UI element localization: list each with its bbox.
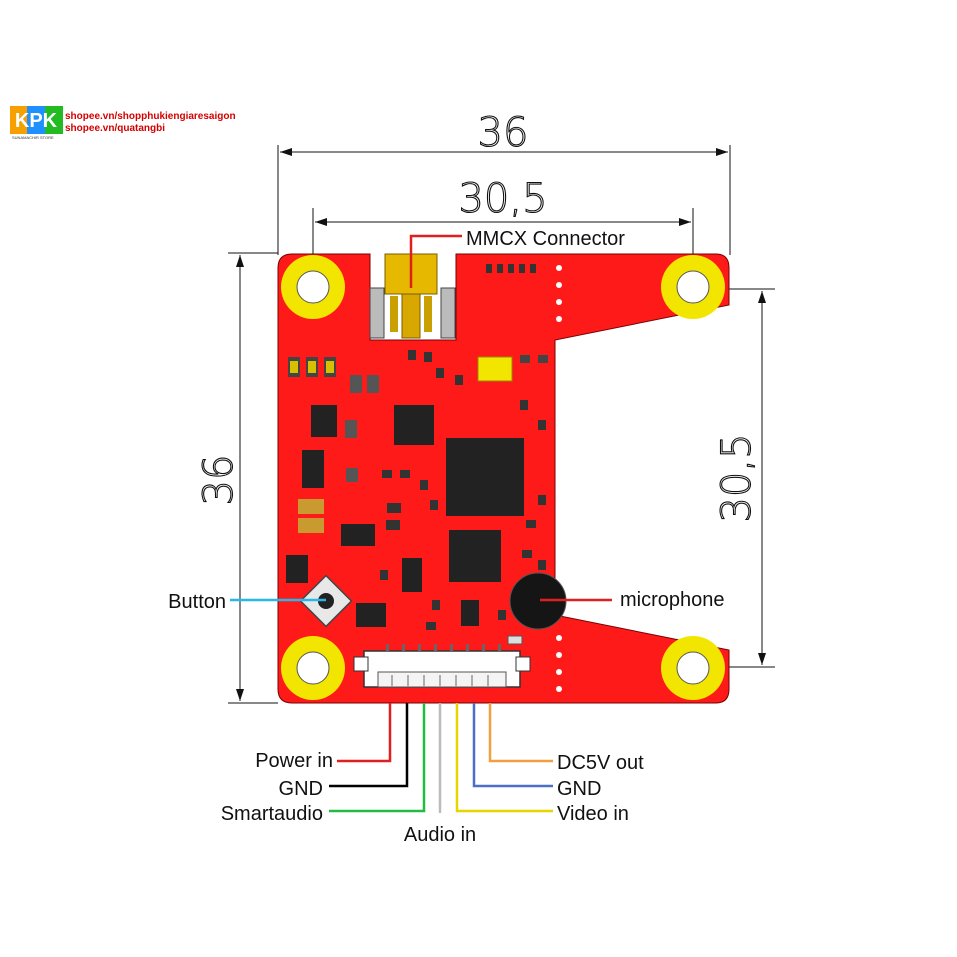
mounting-hole-bl (281, 636, 345, 700)
wire-gnd-right (472, 703, 553, 788)
label-power-in: Power in (255, 750, 333, 772)
main-chip (446, 438, 524, 516)
logo-text: KPK (15, 110, 58, 132)
label-mmcx-connector: MMCX Connector (466, 228, 625, 250)
mounting-hole-br (661, 636, 725, 700)
chip-upper (394, 405, 434, 445)
wire-dc5v-out (488, 703, 553, 763)
label-video-in: Video in (557, 803, 629, 825)
dimension-lines (228, 145, 775, 704)
components (286, 264, 562, 692)
logo-block-k2 (45, 106, 63, 134)
label-button: Button (168, 591, 226, 613)
chip-lower (449, 530, 501, 582)
mounting-hole-tl (281, 255, 345, 319)
label-gnd-right: GND (557, 778, 601, 800)
label-audio-in: Audio in (404, 824, 476, 846)
dim-right-height: 30,5 (714, 433, 760, 522)
dim-top-outer: 36 (478, 110, 529, 156)
logo-store-text: SUNAMACHIR STORE (12, 135, 54, 140)
mounting-hole-tr (661, 255, 725, 319)
watermark: KPK SUNAMACHIR STORE shopee.vn/shopphuki… (10, 106, 236, 140)
label-smartaudio: Smartaudio (221, 803, 323, 825)
wire-video-in (455, 703, 553, 813)
dim-top-inner: 30,5 (458, 176, 547, 222)
callout-lines (230, 234, 612, 602)
dim-left-height: 36 (196, 455, 242, 506)
watermark-line1: shopee.vn/shopphukiengiaresaigon (65, 111, 236, 122)
wire-connector (353, 644, 531, 688)
watermark-line2: shopee.vn/quatangbi (65, 123, 165, 134)
wire-gnd-left (329, 703, 409, 788)
logo-block-p (27, 106, 45, 134)
logo-block-k1 (10, 106, 27, 134)
label-dc5v-out: DC5V out (557, 752, 644, 774)
mmcx-connector (369, 253, 456, 339)
wire-smartaudio (329, 703, 426, 813)
mmcx-callout (409, 234, 462, 288)
wires (329, 703, 553, 813)
label-gnd-left: GND (279, 778, 323, 800)
wire-power-in (337, 703, 392, 763)
label-microphone: microphone (620, 589, 725, 611)
